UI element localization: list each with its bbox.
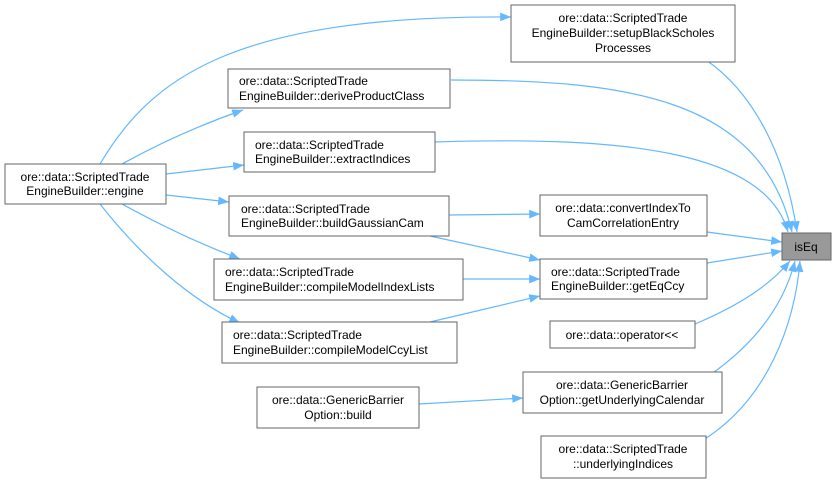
node-deriveProductClass[interactable]: ore::data::ScriptedTrade EngineBuilder::… [227, 68, 451, 109]
node-label: ore::data::ScriptedTrade [225, 265, 354, 279]
node-genericBarrierBuild[interactable]: ore::data::GenericBarrier Option::build [256, 386, 420, 429]
edge-engine-deriveProductClass [121, 109, 244, 165]
node-compileModelIndexLists[interactable]: ore::data::ScriptedTrade EngineBuilder::… [213, 258, 464, 301]
edge-buildGaussianCam-getEqCcy [429, 235, 541, 262]
edge-setupBlackScholes-isEq [705, 59, 800, 233]
node-setupBlackScholes[interactable]: ore::data::ScriptedTrade EngineBuilder::… [510, 4, 736, 63]
edge-getEqCcy-isEq [706, 248, 783, 264]
node-getUnderlyingCalendar[interactable]: ore::data::GenericBarrier Option::getUnd… [522, 371, 723, 414]
edge-extractIndices-isEq [434, 140, 790, 233]
node-label: ore::data::ScriptedTrade [233, 328, 362, 342]
node-label: EngineBuilder::setupBlackScholes [532, 26, 715, 40]
node-label: EngineBuilder::deriveProductClass [239, 89, 424, 103]
edge-engine-setupBlackScholes [99, 12, 512, 165]
node-label: ore::data::operator<< [566, 328, 679, 342]
node-buildGaussianCam[interactable]: ore::data::ScriptedTrade EngineBuilder::… [228, 195, 450, 237]
node-isEq[interactable]: isEq [781, 232, 832, 261]
node-label: ore::data::ScriptedTrade [559, 442, 688, 456]
node-label: ore::data::ScriptedTrade [255, 138, 384, 152]
node-label: ore::data::ScriptedTrade [239, 74, 368, 88]
edge-engine-compileModelIndexLists [121, 203, 241, 260]
edge-underlyingIndices-isEq [699, 260, 804, 443]
node-label: EngineBuilder::getEqCcy [551, 279, 684, 293]
node-label: ore::data::GenericBarrier [556, 378, 688, 392]
node-extractIndices[interactable]: ore::data::ScriptedTrade EngineBuilder::… [243, 131, 436, 173]
node-label: ore::data::ScriptedTrade [241, 202, 370, 216]
node-engine[interactable]: ore::data::ScriptedTrade EngineBuilder::… [4, 163, 167, 205]
node-label: Processes [595, 41, 651, 55]
node-label: Option::getUnderlyingCalendar [540, 393, 705, 407]
edge-engine-buildGaussianCam [165, 194, 230, 206]
node-label: ore::data::ScriptedTrade [551, 265, 680, 279]
node-label: EngineBuilder::buildGaussianCam [241, 216, 424, 230]
edge-engine-compileModelCcyList [99, 203, 241, 324]
edge-getUnderlyingCalendar-isEq [709, 260, 797, 376]
node-compileModelCcyList[interactable]: ore::data::ScriptedTrade EngineBuilder::… [221, 321, 458, 364]
node-label: ore::data::ScriptedTrade [559, 11, 688, 25]
node-label: EngineBuilder::compileModelIndexLists [225, 280, 434, 294]
node-label: Option::build [304, 408, 371, 422]
edge-compileModelCcyList-getEqCcy [429, 294, 541, 323]
node-operatorShift[interactable]: ore::data::operator<< [549, 320, 696, 349]
edge-convertIndexTo-isEq [706, 231, 783, 245]
node-label: ore::data::ScriptedTrade [21, 170, 150, 184]
node-label: ore::data::GenericBarrier [272, 393, 404, 407]
node-label: ore::data::convertIndexTo [555, 201, 691, 215]
node-label: CamCorrelationEntry [567, 216, 679, 230]
edge-operatorShift-isEq [694, 260, 791, 325]
node-convertIndexTo[interactable]: ore::data::convertIndexTo CamCorrelation… [539, 194, 708, 237]
edge-engine-extractIndices [165, 161, 245, 175]
edges [99, 12, 804, 443]
edge-buildGaussianCam-convertIndexTo [448, 209, 541, 219]
node-underlyingIndices[interactable]: ore::data::ScriptedTrade ::underlyingInd… [540, 435, 707, 479]
edge-deriveProductClass-isEq [450, 79, 794, 233]
node-label: isEq [794, 240, 817, 254]
edge-genericBarrierBuild-getUnderlyingCalendar [418, 394, 524, 405]
node-label: EngineBuilder::engine [26, 184, 144, 198]
node-label: ::underlyingIndices [573, 457, 673, 471]
node-getEqCcy[interactable]: ore::data::ScriptedTrade EngineBuilder::… [539, 258, 708, 300]
node-label: EngineBuilder::extractIndices [255, 152, 410, 166]
node-label: EngineBuilder::compileModelCcyList [233, 343, 428, 357]
